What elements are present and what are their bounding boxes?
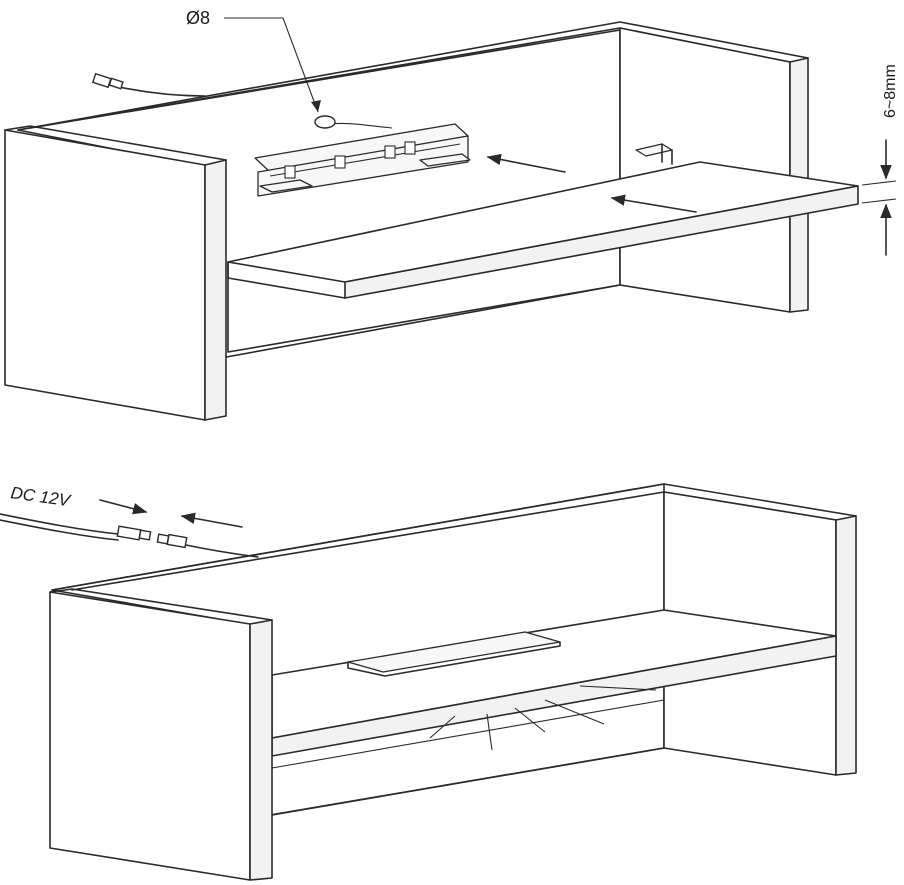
- hole-icon: [314, 115, 336, 129]
- led-bracket: [254, 123, 471, 197]
- hole-diameter-label: Ø8: [186, 8, 210, 28]
- cabinet-bottom: DC 12V: [0, 483, 857, 881]
- cabinet-top: Ø8 6~8mm: [4, 8, 899, 421]
- connect-arrow-left: [99, 499, 148, 515]
- cabinet-bottom-rim: [51, 483, 857, 591]
- cable-top: [91, 72, 393, 129]
- power-cable: [0, 513, 259, 558]
- connect-arrow-right: [180, 512, 243, 528]
- shelf-top-edge: [344, 185, 859, 299]
- light-rays: [429, 685, 657, 751]
- power-supply-label: DC 12V: [9, 483, 72, 510]
- insert-arrow-2: [610, 194, 697, 213]
- thickness-dimension: 6~8mm: [861, 64, 899, 256]
- side-clip: [635, 143, 673, 165]
- cabinet-top-rim: [17, 21, 809, 131]
- hole-leader-line: [224, 17, 319, 113]
- cabinet-bottom-left-panel: [49, 591, 251, 881]
- thickness-label: 6~8mm: [882, 64, 899, 118]
- insert-arrow-1: [486, 153, 566, 173]
- cabinet-top-left-panel: [4, 129, 206, 421]
